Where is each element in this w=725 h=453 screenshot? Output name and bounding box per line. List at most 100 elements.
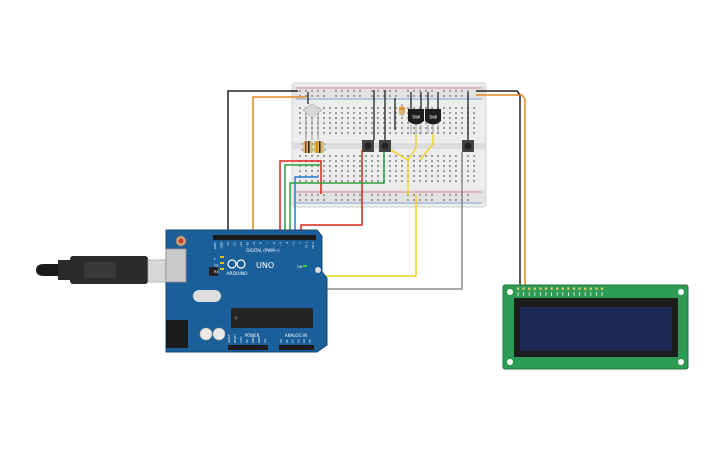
breadboard-hole[interactable] [431, 160, 433, 162]
breadboard-hole[interactable] [413, 160, 415, 162]
breadboard-hole[interactable] [449, 107, 451, 109]
breadboard-rail-hole[interactable] [347, 90, 349, 92]
breadboard-rail-hole[interactable] [413, 90, 415, 92]
breadboard-hole[interactable] [401, 165, 403, 167]
breadboard-hole[interactable] [317, 165, 319, 167]
breadboard-hole[interactable] [371, 180, 373, 182]
breadboard-rail-hole[interactable] [359, 199, 361, 201]
breadboard-hole[interactable] [347, 155, 349, 157]
breadboard-hole[interactable] [395, 132, 397, 134]
breadboard-hole[interactable] [419, 165, 421, 167]
breadboard-rail-hole[interactable] [419, 90, 421, 92]
breadboard-hole[interactable] [395, 160, 397, 162]
breadboard-hole[interactable] [353, 175, 355, 177]
breadboard-hole[interactable] [371, 165, 373, 167]
breadboard-hole[interactable] [473, 170, 475, 172]
breadboard-hole[interactable] [455, 170, 457, 172]
breadboard-rail-hole[interactable] [341, 199, 343, 201]
lcd-pin[interactable] [600, 287, 604, 290]
breadboard-hole[interactable] [413, 155, 415, 157]
breadboard-rail-hole[interactable] [443, 90, 445, 92]
breadboard-hole[interactable] [317, 155, 319, 157]
breadboard-rail-hole[interactable] [383, 95, 385, 97]
analog-header[interactable] [279, 345, 314, 350]
breadboard-hole[interactable] [449, 180, 451, 182]
breadboard-hole[interactable] [353, 170, 355, 172]
breadboard-hole[interactable] [299, 117, 301, 119]
breadboard-hole[interactable] [395, 112, 397, 114]
breadboard-hole[interactable] [449, 112, 451, 114]
breadboard-rail-hole[interactable] [431, 95, 433, 97]
breadboard-hole[interactable] [473, 107, 475, 109]
breadboard-hole[interactable] [323, 160, 325, 162]
pushbutton-2[interactable] [379, 140, 391, 152]
breadboard-hole[interactable] [413, 175, 415, 177]
breadboard-hole[interactable] [443, 180, 445, 182]
breadboard-rail-hole[interactable] [455, 199, 457, 201]
breadboard-hole[interactable] [389, 117, 391, 119]
breadboard-hole[interactable] [329, 107, 331, 109]
jumper-yellow[interactable] [390, 149, 409, 161]
breadboard-hole[interactable] [443, 117, 445, 119]
breadboard-hole[interactable] [425, 132, 427, 134]
breadboard-hole[interactable] [437, 155, 439, 157]
breadboard-hole[interactable] [341, 170, 343, 172]
usb-cable[interactable] [36, 256, 179, 284]
breadboard-hole[interactable] [419, 170, 421, 172]
breadboard-hole[interactable] [443, 175, 445, 177]
breadboard-hole[interactable] [335, 122, 337, 124]
breadboard-hole[interactable] [335, 175, 337, 177]
breadboard-hole[interactable] [473, 117, 475, 119]
breadboard-hole[interactable] [467, 165, 469, 167]
breadboard-hole[interactable] [461, 122, 463, 124]
breadboard-hole[interactable] [377, 132, 379, 134]
breadboard-rail-hole[interactable] [359, 194, 361, 196]
breadboard-hole[interactable] [473, 165, 475, 167]
wire-black[interactable] [227, 90, 298, 237]
breadboard-hole[interactable] [323, 165, 325, 167]
breadboard-hole[interactable] [413, 127, 415, 129]
breadboard-hole[interactable] [347, 112, 349, 114]
breadboard-hole[interactable] [419, 160, 421, 162]
breadboard-hole[interactable] [299, 107, 301, 109]
breadboard-hole[interactable] [299, 112, 301, 114]
breadboard-hole[interactable] [437, 160, 439, 162]
breadboard-hole[interactable] [329, 170, 331, 172]
breadboard-hole[interactable] [299, 155, 301, 157]
breadboard-hole[interactable] [401, 132, 403, 134]
breadboard-hole[interactable] [389, 107, 391, 109]
breadboard-hole[interactable] [371, 175, 373, 177]
breadboard-hole[interactable] [359, 155, 361, 157]
breadboard-rail-hole[interactable] [317, 95, 319, 97]
breadboard-hole[interactable] [443, 160, 445, 162]
breadboard-rail-hole[interactable] [455, 95, 457, 97]
breadboard-rail-hole[interactable] [413, 95, 415, 97]
breadboard-hole[interactable] [431, 165, 433, 167]
breadboard-hole[interactable] [353, 132, 355, 134]
breadboard-rail-hole[interactable] [317, 199, 319, 201]
breadboard-rail-hole[interactable] [377, 194, 379, 196]
digital-header[interactable] [213, 235, 316, 240]
breadboard-hole[interactable] [335, 160, 337, 162]
breadboard-hole[interactable] [449, 160, 451, 162]
breadboard-hole[interactable] [431, 127, 433, 129]
breadboard-rail-hole[interactable] [377, 90, 379, 92]
lcd-pin[interactable] [561, 287, 564, 290]
breadboard-hole[interactable] [335, 107, 337, 109]
breadboard-rail-hole[interactable] [413, 194, 415, 196]
breadboard-hole[interactable] [365, 112, 367, 114]
lcd-pin[interactable] [533, 287, 536, 290]
breadboard-hole[interactable] [359, 112, 361, 114]
breadboard-rail-hole[interactable] [389, 199, 391, 201]
breadboard-hole[interactable] [377, 160, 379, 162]
breadboard-rail-hole[interactable] [311, 95, 313, 97]
breadboard-hole[interactable] [455, 127, 457, 129]
breadboard-hole[interactable] [461, 132, 463, 134]
breadboard-hole[interactable] [311, 180, 313, 182]
breadboard-hole[interactable] [413, 180, 415, 182]
wire-orange-lcd[interactable] [476, 94, 526, 285]
breadboard-hole[interactable] [377, 165, 379, 167]
breadboard-hole[interactable] [347, 175, 349, 177]
breadboard-hole[interactable] [299, 175, 301, 177]
breadboard-hole[interactable] [359, 165, 361, 167]
